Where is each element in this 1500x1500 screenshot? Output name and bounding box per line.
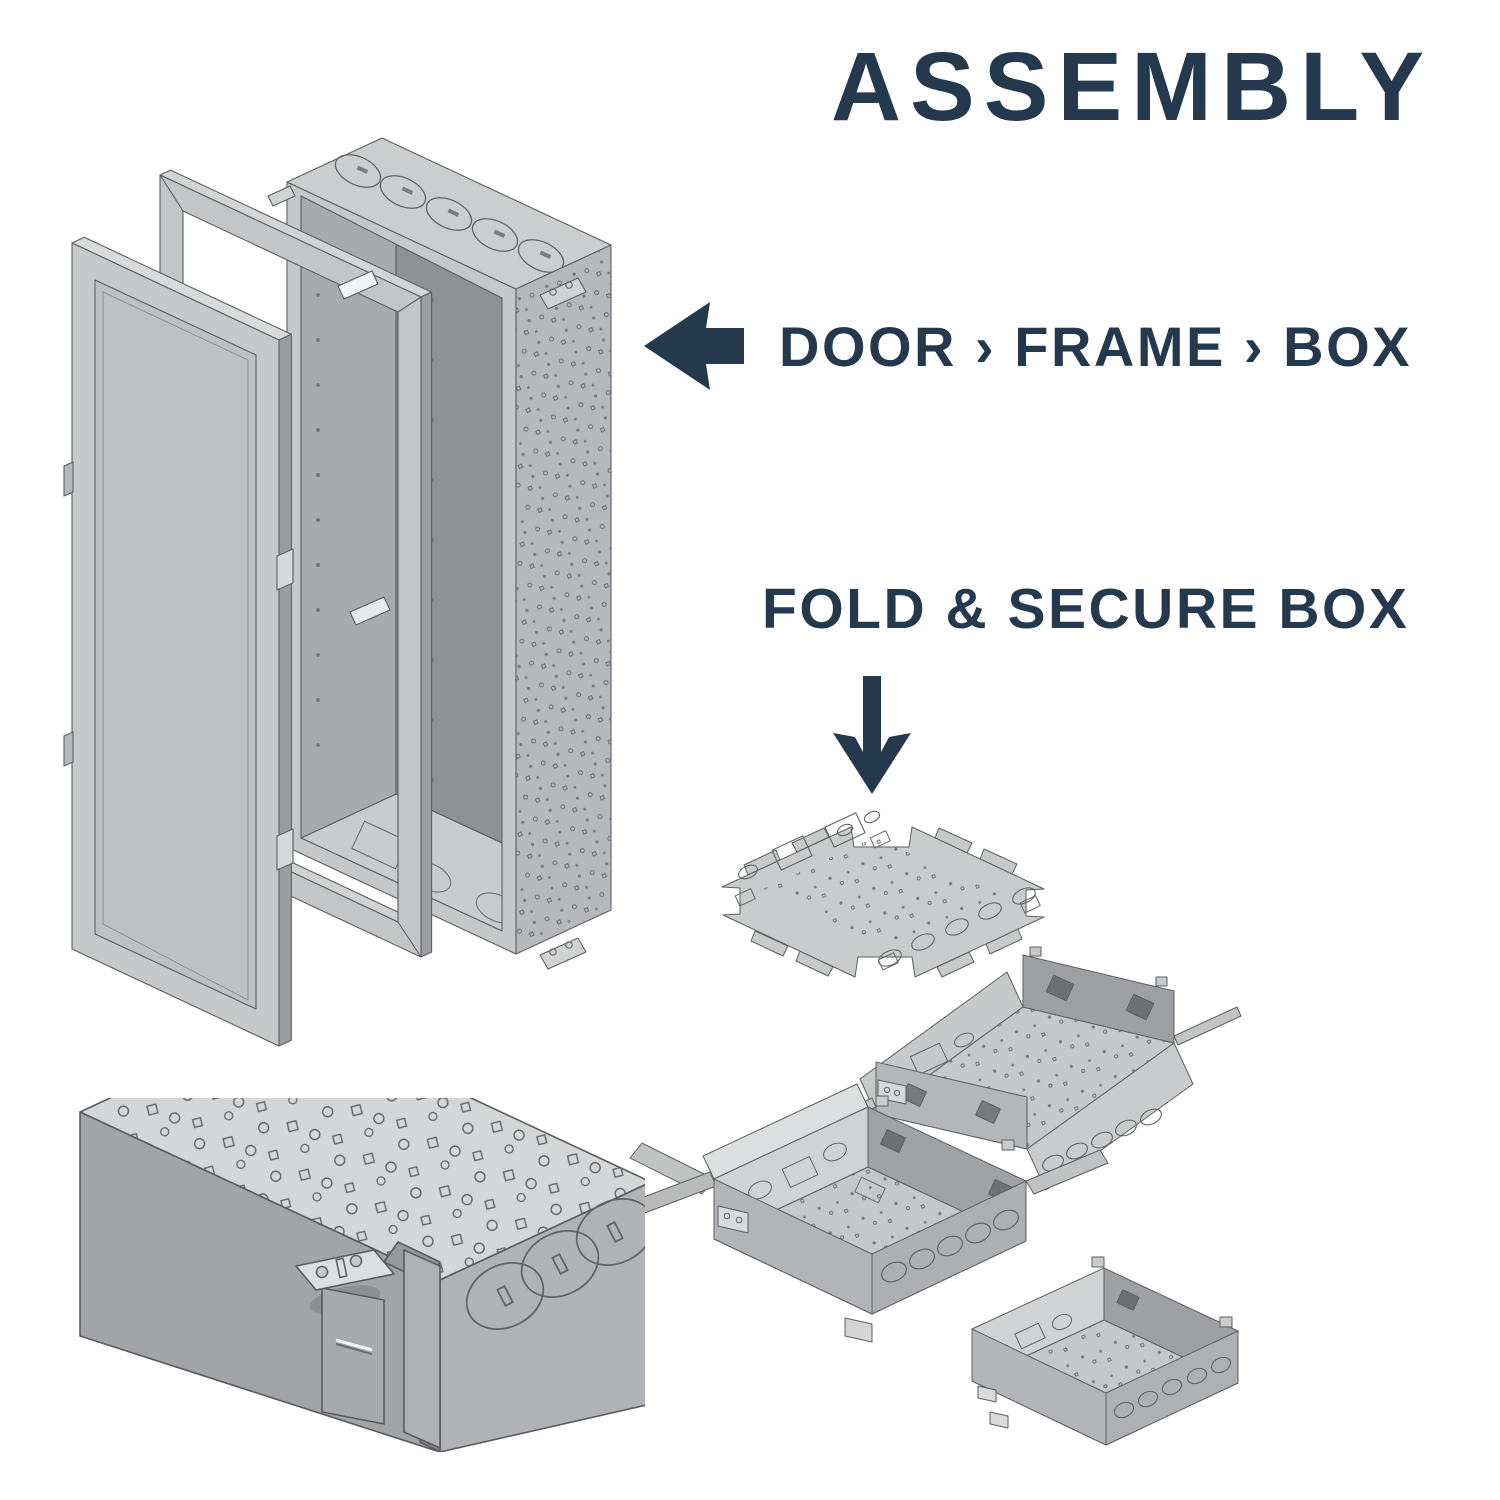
down-arrow-icon <box>833 676 911 794</box>
fold-instruction-label: FOLD & SECURE BOX <box>762 577 1410 641</box>
exploded-view-illustration <box>63 137 612 1047</box>
fold-step-3-walls-folded <box>629 1083 1109 1343</box>
exploded-sequence-label: DOOR › FRAME › BOX <box>779 315 1412 378</box>
left-arrow-icon <box>644 302 744 390</box>
box-illustration <box>267 137 612 970</box>
door-illustration <box>63 236 294 1047</box>
fold-step-4-secured-box <box>971 1256 1239 1446</box>
fold-step-2-sides-folded <box>809 946 1242 1191</box>
fold-sequence-illustration <box>629 810 1242 1446</box>
page-title: ASSEMBLY <box>831 32 1434 141</box>
fold-step-1-flat-blank <box>721 810 1045 978</box>
corner-detail-illustration <box>79 1098 645 1452</box>
